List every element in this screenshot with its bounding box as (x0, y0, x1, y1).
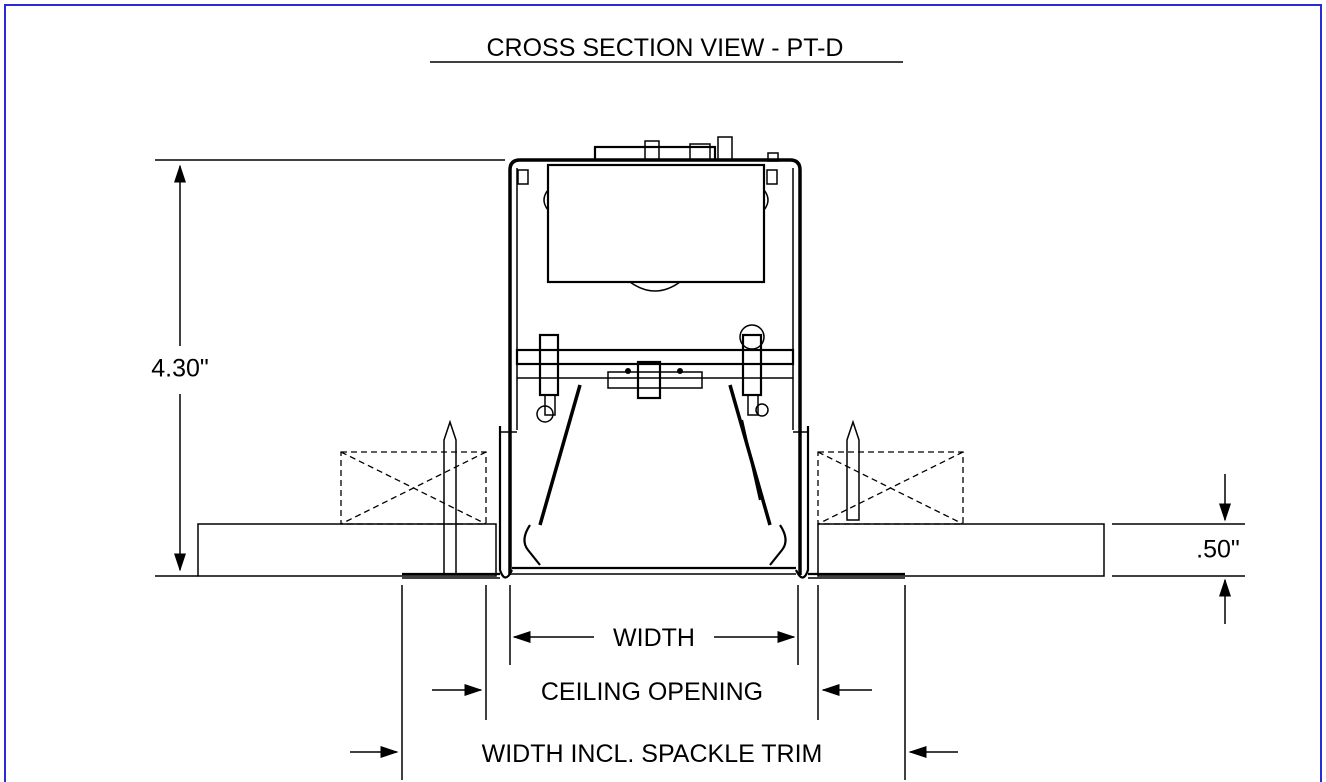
ceiling-right (817, 523, 1105, 577)
width-dimension (509, 585, 799, 665)
ceiling-thickness-dimension (1112, 474, 1245, 624)
driver (543, 163, 769, 284)
joist-right (817, 451, 964, 525)
joist-left (340, 451, 487, 525)
drawing-frame (4, 4, 1322, 782)
width-label: WIDTH (613, 624, 695, 652)
height-dimension-label: 4.30" (151, 355, 209, 383)
fixture-housing (508, 136, 802, 575)
ceiling-thickness-label: .50" (1196, 536, 1240, 564)
reflector (523, 384, 787, 566)
ceiling-opening-label: CEILING OPENING (541, 678, 763, 706)
trim-width-label: WIDTH INCL. SPACKLE TRIM (482, 740, 823, 768)
drawing-title: CROSS SECTION VIEW - PT-D (487, 34, 844, 62)
trim-width-dimension (350, 585, 958, 780)
height-dimension (155, 159, 505, 577)
nail-left (443, 419, 457, 575)
trim-collar (402, 426, 905, 579)
ceiling-opening-dimension (432, 585, 872, 720)
nail-right (846, 419, 860, 521)
bracket-rail (515, 324, 795, 423)
ceiling-left (197, 523, 497, 577)
